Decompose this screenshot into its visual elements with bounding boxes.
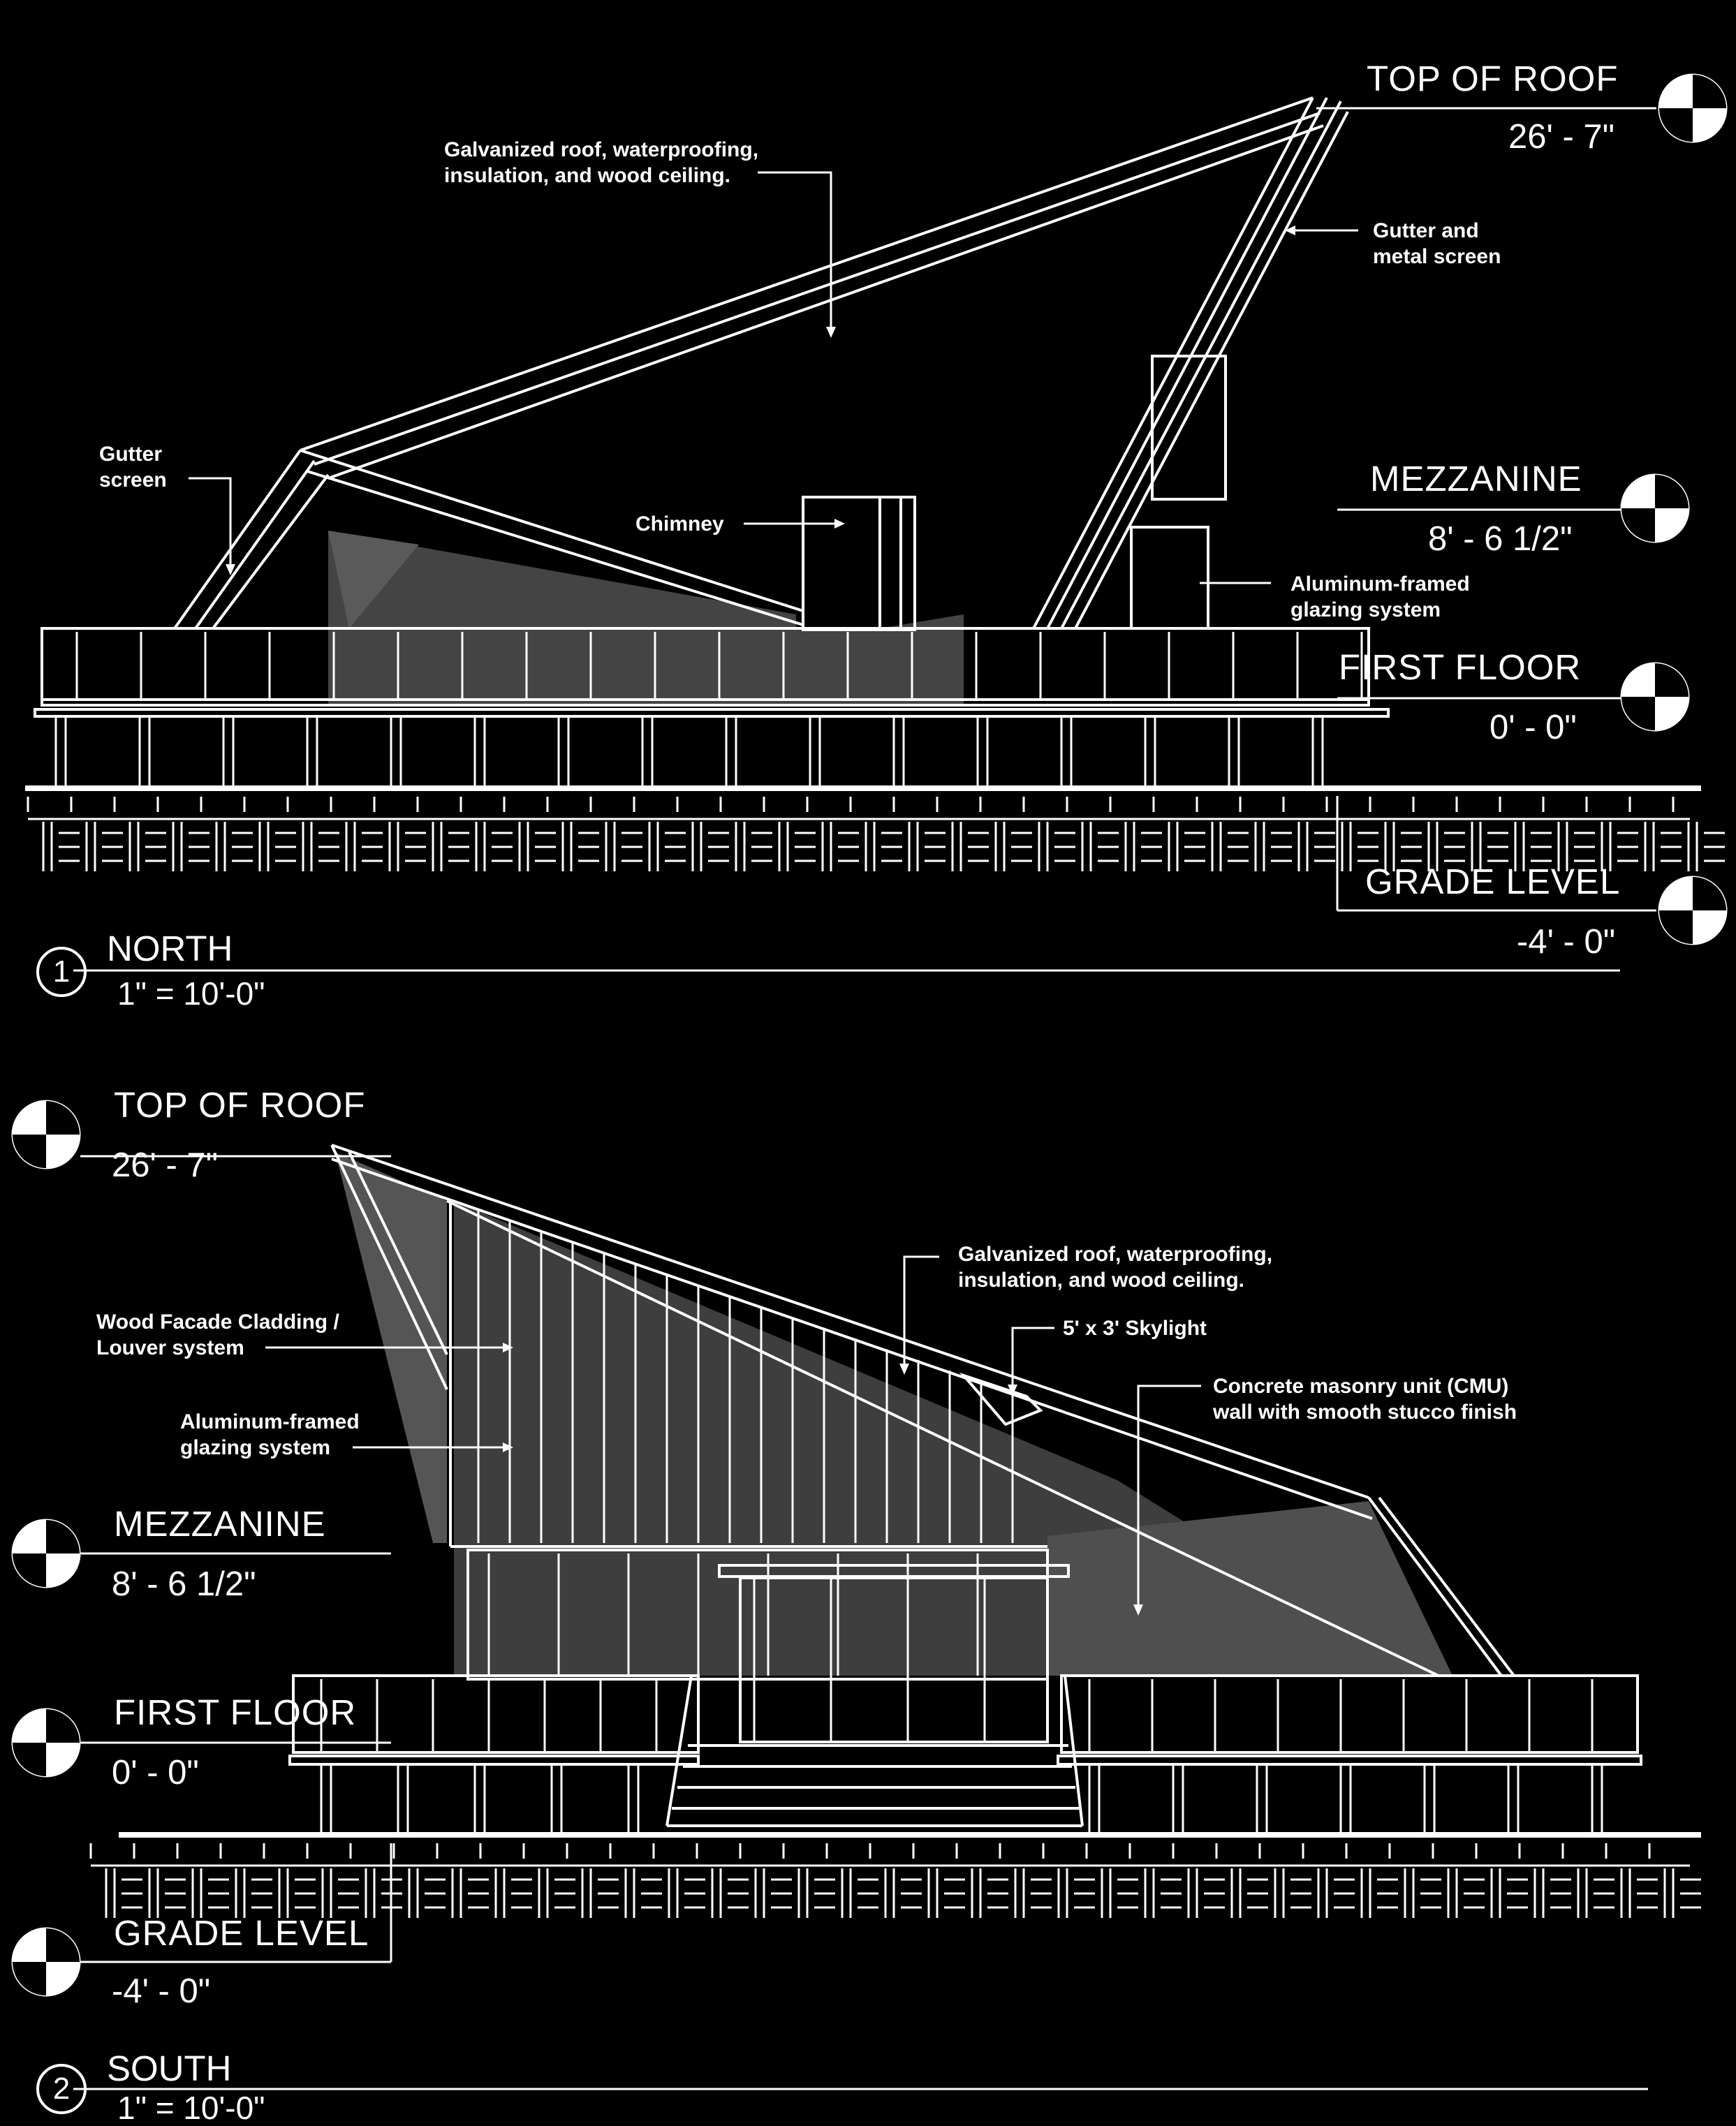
north-level-mezzanine-elevation: 8' - 6 1/2" [1428,520,1573,558]
north-level-first-floor-label: FIRST FLOOR [1339,647,1582,687]
level-marker-quadrant [1655,475,1689,508]
level-marker-quadrant [1621,697,1655,730]
north-level-first-floor-elevation: 0' - 0" [1489,709,1577,746]
north-view-scale: 1" = 10'-0" [117,975,265,1012]
north-level-top-of-roof-elevation: 26' - 7" [1508,118,1615,156]
level-marker-quadrant [13,1553,46,1587]
north-note-gutter-screen: Gutter screen [99,443,167,492]
north-note-gutter-metal-screen: Gutter and metal screen [1373,219,1501,268]
south-level-grade-label: GRADE LEVEL [114,1913,369,1953]
south-note-cmu-wall: Concrete masonry unit (CMU) wall with sm… [1213,1375,1517,1424]
north-note-glazing: Aluminum-framed glazing system [1290,573,1470,621]
south-note-skylight: 5' x 3' Skylight [1063,1317,1207,1340]
north-view-number: 1 [52,954,71,989]
level-marker-quadrant [46,1709,80,1743]
north-elevation [25,96,1725,972]
level-marker-quadrant [1655,663,1689,697]
north-level-grade-label: GRADE LEVEL [1365,862,1621,901]
level-marker-quadrant [46,1928,80,1962]
south-level-mezzanine-label: MEZZANINE [114,1504,326,1544]
level-marker-quadrant [1659,910,1693,944]
north-level-top-of-roof-label: TOP OF ROOF [1367,59,1619,98]
south-view-title: SOUTH [107,2049,232,2088]
south-level-first-floor-elevation: 0' - 0" [112,1754,199,1792]
level-marker-quadrant [1693,75,1726,108]
north-level-grade-elevation: -4' - 0" [1517,923,1616,961]
south-level-first-floor-label: FIRST FLOOR [114,1692,357,1732]
level-marker-quadrant [13,1743,46,1776]
south-note-roof: Galvanized roof, waterproofing, insulati… [958,1243,1273,1292]
north-view-title: NORTH [107,929,233,968]
level-marker-quadrant [46,1520,80,1553]
view-number-circle [36,2064,87,2114]
south-level-top-of-roof-label: TOP OF ROOF [114,1085,366,1125]
north-note-chimney: Chimney [635,512,724,536]
south-elevation [73,1144,1701,2090]
south-view-scale: 1" = 10'-0" [117,2090,265,2126]
view-number-circle [36,947,87,997]
level-marker-quadrant [13,1135,46,1168]
level-marker-quadrant [13,1962,46,1995]
south-view-number: 2 [52,2072,71,2106]
north-note-roof: Galvanized roof, waterproofing, insulati… [444,138,759,187]
level-marker-quadrant [1693,877,1726,910]
south-level-top-of-roof-elevation: 26' - 7" [112,1146,219,1184]
south-note-wood-cladding: Wood Facade Cladding / Louver system [96,1311,339,1359]
north-level-mezzanine-label: MEZZANINE [1370,459,1582,499]
level-marker-quadrant [1659,108,1693,142]
south-level-mezzanine-elevation: 8' - 6 1/2" [112,1565,256,1603]
south-level-grade-elevation: -4' - 0" [112,1972,211,2010]
south-note-glazing: Aluminum-framed glazing system [180,1410,360,1459]
level-marker-quadrant [1621,508,1655,542]
level-marker-quadrant [46,1101,80,1135]
